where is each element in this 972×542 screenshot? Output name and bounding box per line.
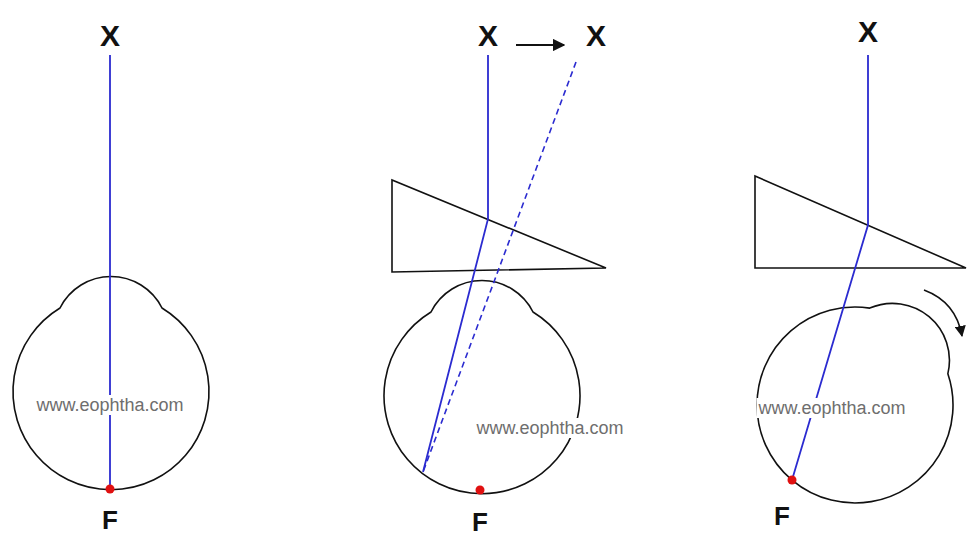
fovea-label: F [472, 509, 488, 535]
shift-arrow [516, 44, 564, 46]
watermark: www.eophtha.com [756, 398, 907, 418]
light-ray [423, 55, 488, 472]
prism [392, 180, 606, 272]
object-label: X [858, 17, 878, 47]
image-label: X [586, 21, 606, 51]
light-ray [109, 55, 111, 489]
fovea-dot [106, 485, 115, 494]
eye-outline [384, 280, 580, 493]
object-label: X [100, 21, 120, 51]
fovea-dot [788, 476, 797, 485]
prism [755, 176, 966, 268]
watermark: www.eophtha.com [474, 418, 625, 438]
rotation-arrow [924, 290, 962, 336]
fovea-dot [476, 486, 485, 495]
watermark: www.eophtha.com [34, 395, 185, 415]
eye-outline [13, 276, 209, 489]
fovea-label: F [774, 503, 790, 529]
projected-ray [423, 62, 576, 472]
fovea-label: F [102, 507, 118, 533]
eye-outline [717, 254, 972, 542]
object-label: X [478, 21, 498, 51]
